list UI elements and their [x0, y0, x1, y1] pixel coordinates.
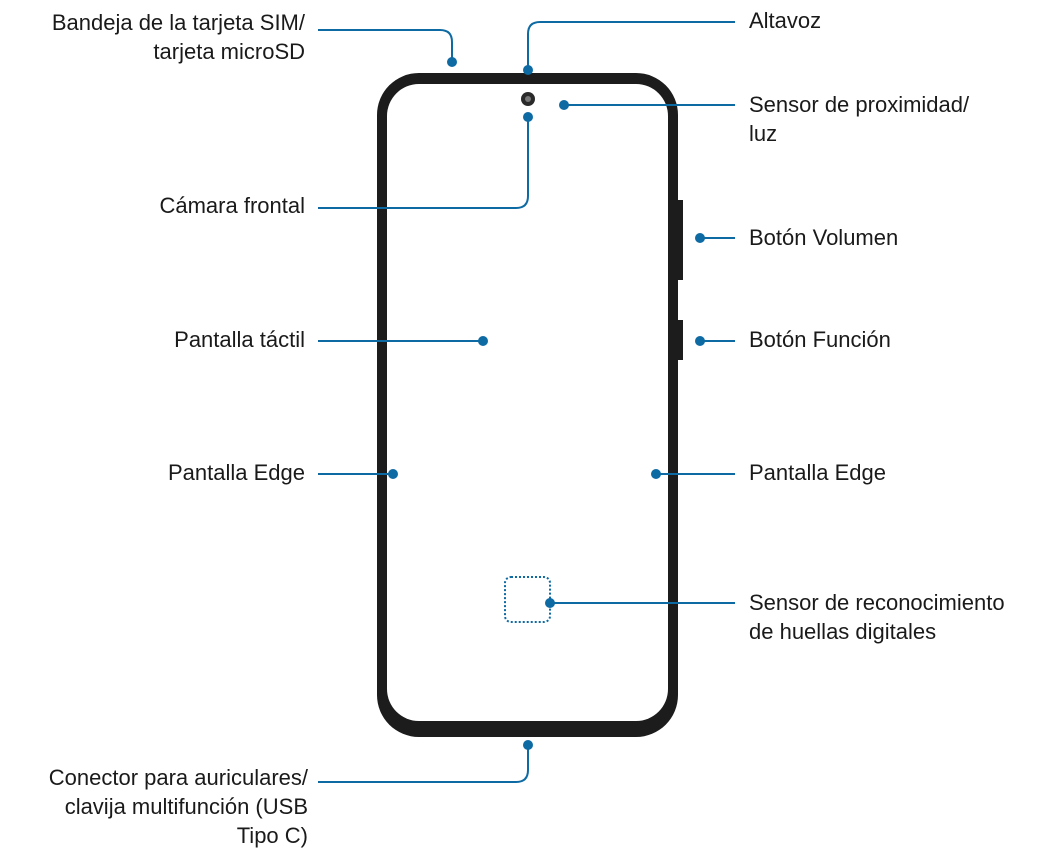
leader-front-camera [318, 118, 529, 209]
fingerprint-sensor-area [504, 576, 551, 623]
function-button [677, 320, 683, 360]
label-sim-tray-line-2: tarjeta microSD [153, 39, 305, 64]
label-edge-left: Pantalla Edge [168, 458, 305, 487]
label-front-camera: Cámara frontal [159, 191, 305, 220]
front-camera-lens-inner [525, 96, 531, 102]
leader-speaker [527, 21, 735, 68]
label-function-text: Botón Función [749, 327, 891, 352]
label-sim-tray: Bandeja de la tarjeta SIM/ tarjeta micro… [52, 8, 305, 66]
leader-dots [388, 57, 705, 750]
dot-touchscreen [478, 336, 488, 346]
dot-edge-right [651, 469, 661, 479]
dot-volume [695, 233, 705, 243]
leader-connector [318, 745, 529, 783]
leader-sim-tray [318, 29, 453, 62]
label-fingerprint: Sensor de reconocimiento de huellas digi… [749, 588, 1005, 646]
phone-body [377, 73, 683, 737]
dot-speaker [523, 65, 533, 75]
phone-screen [387, 84, 668, 721]
label-proximity: Sensor de proximidad/ luz [749, 90, 969, 148]
label-touchscreen: Pantalla táctil [174, 325, 305, 354]
label-speaker: Altavoz [749, 6, 821, 35]
label-connector: Conector para auriculares/ clavija multi… [49, 763, 308, 850]
label-proximity-line-2: luz [749, 121, 778, 146]
dot-edge-left [388, 469, 398, 479]
dot-function [695, 336, 705, 346]
label-edge-right: Pantalla Edge [749, 458, 886, 487]
label-fingerprint-line-2: de huellas digitales [749, 619, 937, 644]
label-connector-line-3: Tipo C) [236, 823, 308, 848]
label-edge-right-text: Pantalla Edge [749, 460, 886, 485]
label-edge-left-text: Pantalla Edge [168, 460, 305, 485]
label-volume: Botón Volumen [749, 223, 898, 252]
leader-lines [318, 21, 735, 783]
label-sim-tray-line-1: Bandeja de la tarjeta SIM/ [51, 10, 305, 35]
label-fingerprint-line-1: Sensor de reconocimiento [749, 590, 1005, 615]
label-front-camera-text: Cámara frontal [159, 193, 305, 218]
dot-front-camera [523, 112, 533, 122]
label-volume-text: Botón Volumen [749, 225, 899, 250]
dot-proximity [559, 100, 569, 110]
label-function: Botón Función [749, 325, 891, 354]
dot-fingerprint [545, 598, 555, 608]
volume-button [677, 200, 683, 280]
label-touchscreen-text: Pantalla táctil [174, 327, 305, 352]
label-connector-line-1: Conector para auriculares/ [48, 765, 308, 790]
dot-sim-tray [447, 57, 457, 67]
label-connector-line-2: clavija multifunción (USB [64, 794, 308, 819]
dot-connector [523, 740, 533, 750]
label-speaker-text: Altavoz [749, 8, 822, 33]
label-proximity-line-1: Sensor de proximidad/ [749, 92, 970, 117]
